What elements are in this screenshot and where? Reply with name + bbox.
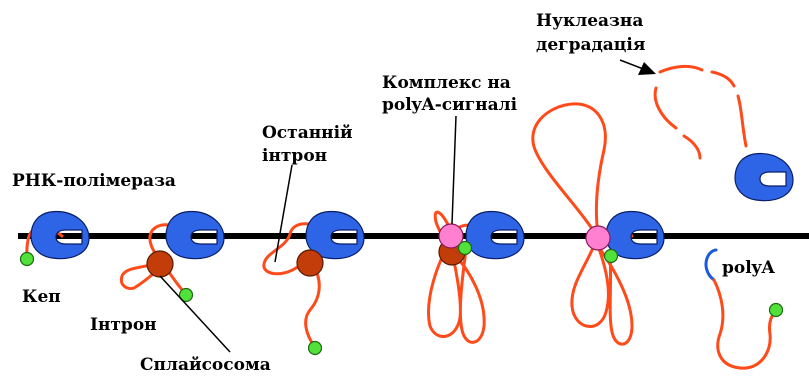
cap-2 [178,287,194,303]
label-polya: polyA [722,258,776,278]
rna-polymerase-released [734,152,794,202]
leader-spliceosome [159,275,231,353]
mature-mrna [712,278,778,370]
polya-tail [704,248,718,282]
label-intron: Інтрон [90,315,157,335]
rna-transcript-4 [427,210,492,344]
leader-polya-complex [451,115,457,225]
cap-3 [307,340,323,356]
label-polya-complex-line2: polyA-сигналі [382,95,518,115]
spliceosome-3 [296,249,324,277]
label-last-intron-line1: Останній [262,123,353,143]
cap-1 [19,251,35,267]
label-cap: Кеп [22,287,61,307]
cap-released [768,302,784,318]
label-rna-polymerase: РНК-полімераза [12,171,176,191]
label-polya-complex-line1: Комплекс на [382,73,511,93]
degrading-rna-fragment-4 [653,86,678,130]
leader-last-intron [274,164,293,263]
label-degradation-line2: деградація [536,35,645,55]
cap-5 [603,248,619,264]
spliceosome-2 [146,250,174,278]
degrading-rna-fragment-5 [682,134,702,160]
label-degradation-line1: Нуклеазна [536,11,643,31]
degradation-arrowhead [638,62,656,75]
degrading-rna-fragment-1 [658,64,704,74]
rna-transcript-5 [531,102,634,346]
rna-transcript-3 [262,222,332,348]
degrading-rna-fragment-3 [736,94,748,148]
label-last-intron-line2: інтрон [262,146,327,166]
cap-4 [457,240,473,256]
polya-complex-4 [438,223,464,249]
label-spliceosome: Сплайсосома [140,355,271,375]
polya-complex-5 [585,225,611,251]
degrading-rna-fragment-2 [710,70,736,88]
